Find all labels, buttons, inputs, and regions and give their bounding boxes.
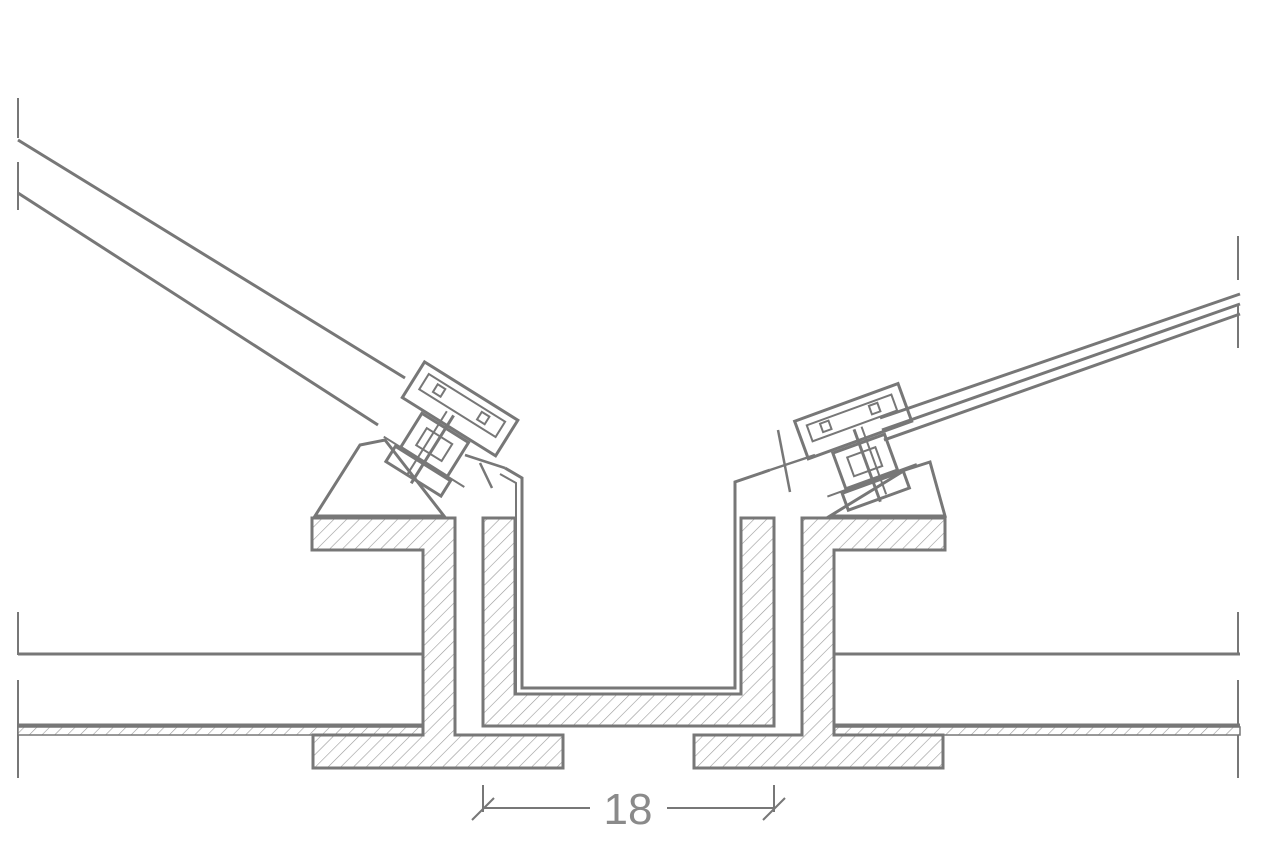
right-glazing-panel: [879, 292, 1241, 442]
left-glazing-bar: [383, 359, 520, 499]
gutter-channel: [481, 516, 776, 728]
dimension-label: 18: [604, 785, 653, 834]
left-wall-panel: [17, 652, 425, 736]
left-structural-profile: [310, 516, 565, 770]
right-structural-profile: [692, 516, 947, 770]
right-wall-panel: [833, 652, 1241, 736]
right-glazing-bar: [792, 381, 917, 513]
dimension-line: [471, 785, 786, 821]
right-gasket: [769, 429, 816, 493]
left-glazing-panel: [17, 138, 406, 427]
break-marks: [17, 98, 1239, 778]
gutter-liner: [499, 466, 771, 694]
left-support-wedge: [312, 438, 448, 518]
right-support-wedge: [824, 460, 947, 518]
left-gasket: [464, 453, 506, 489]
